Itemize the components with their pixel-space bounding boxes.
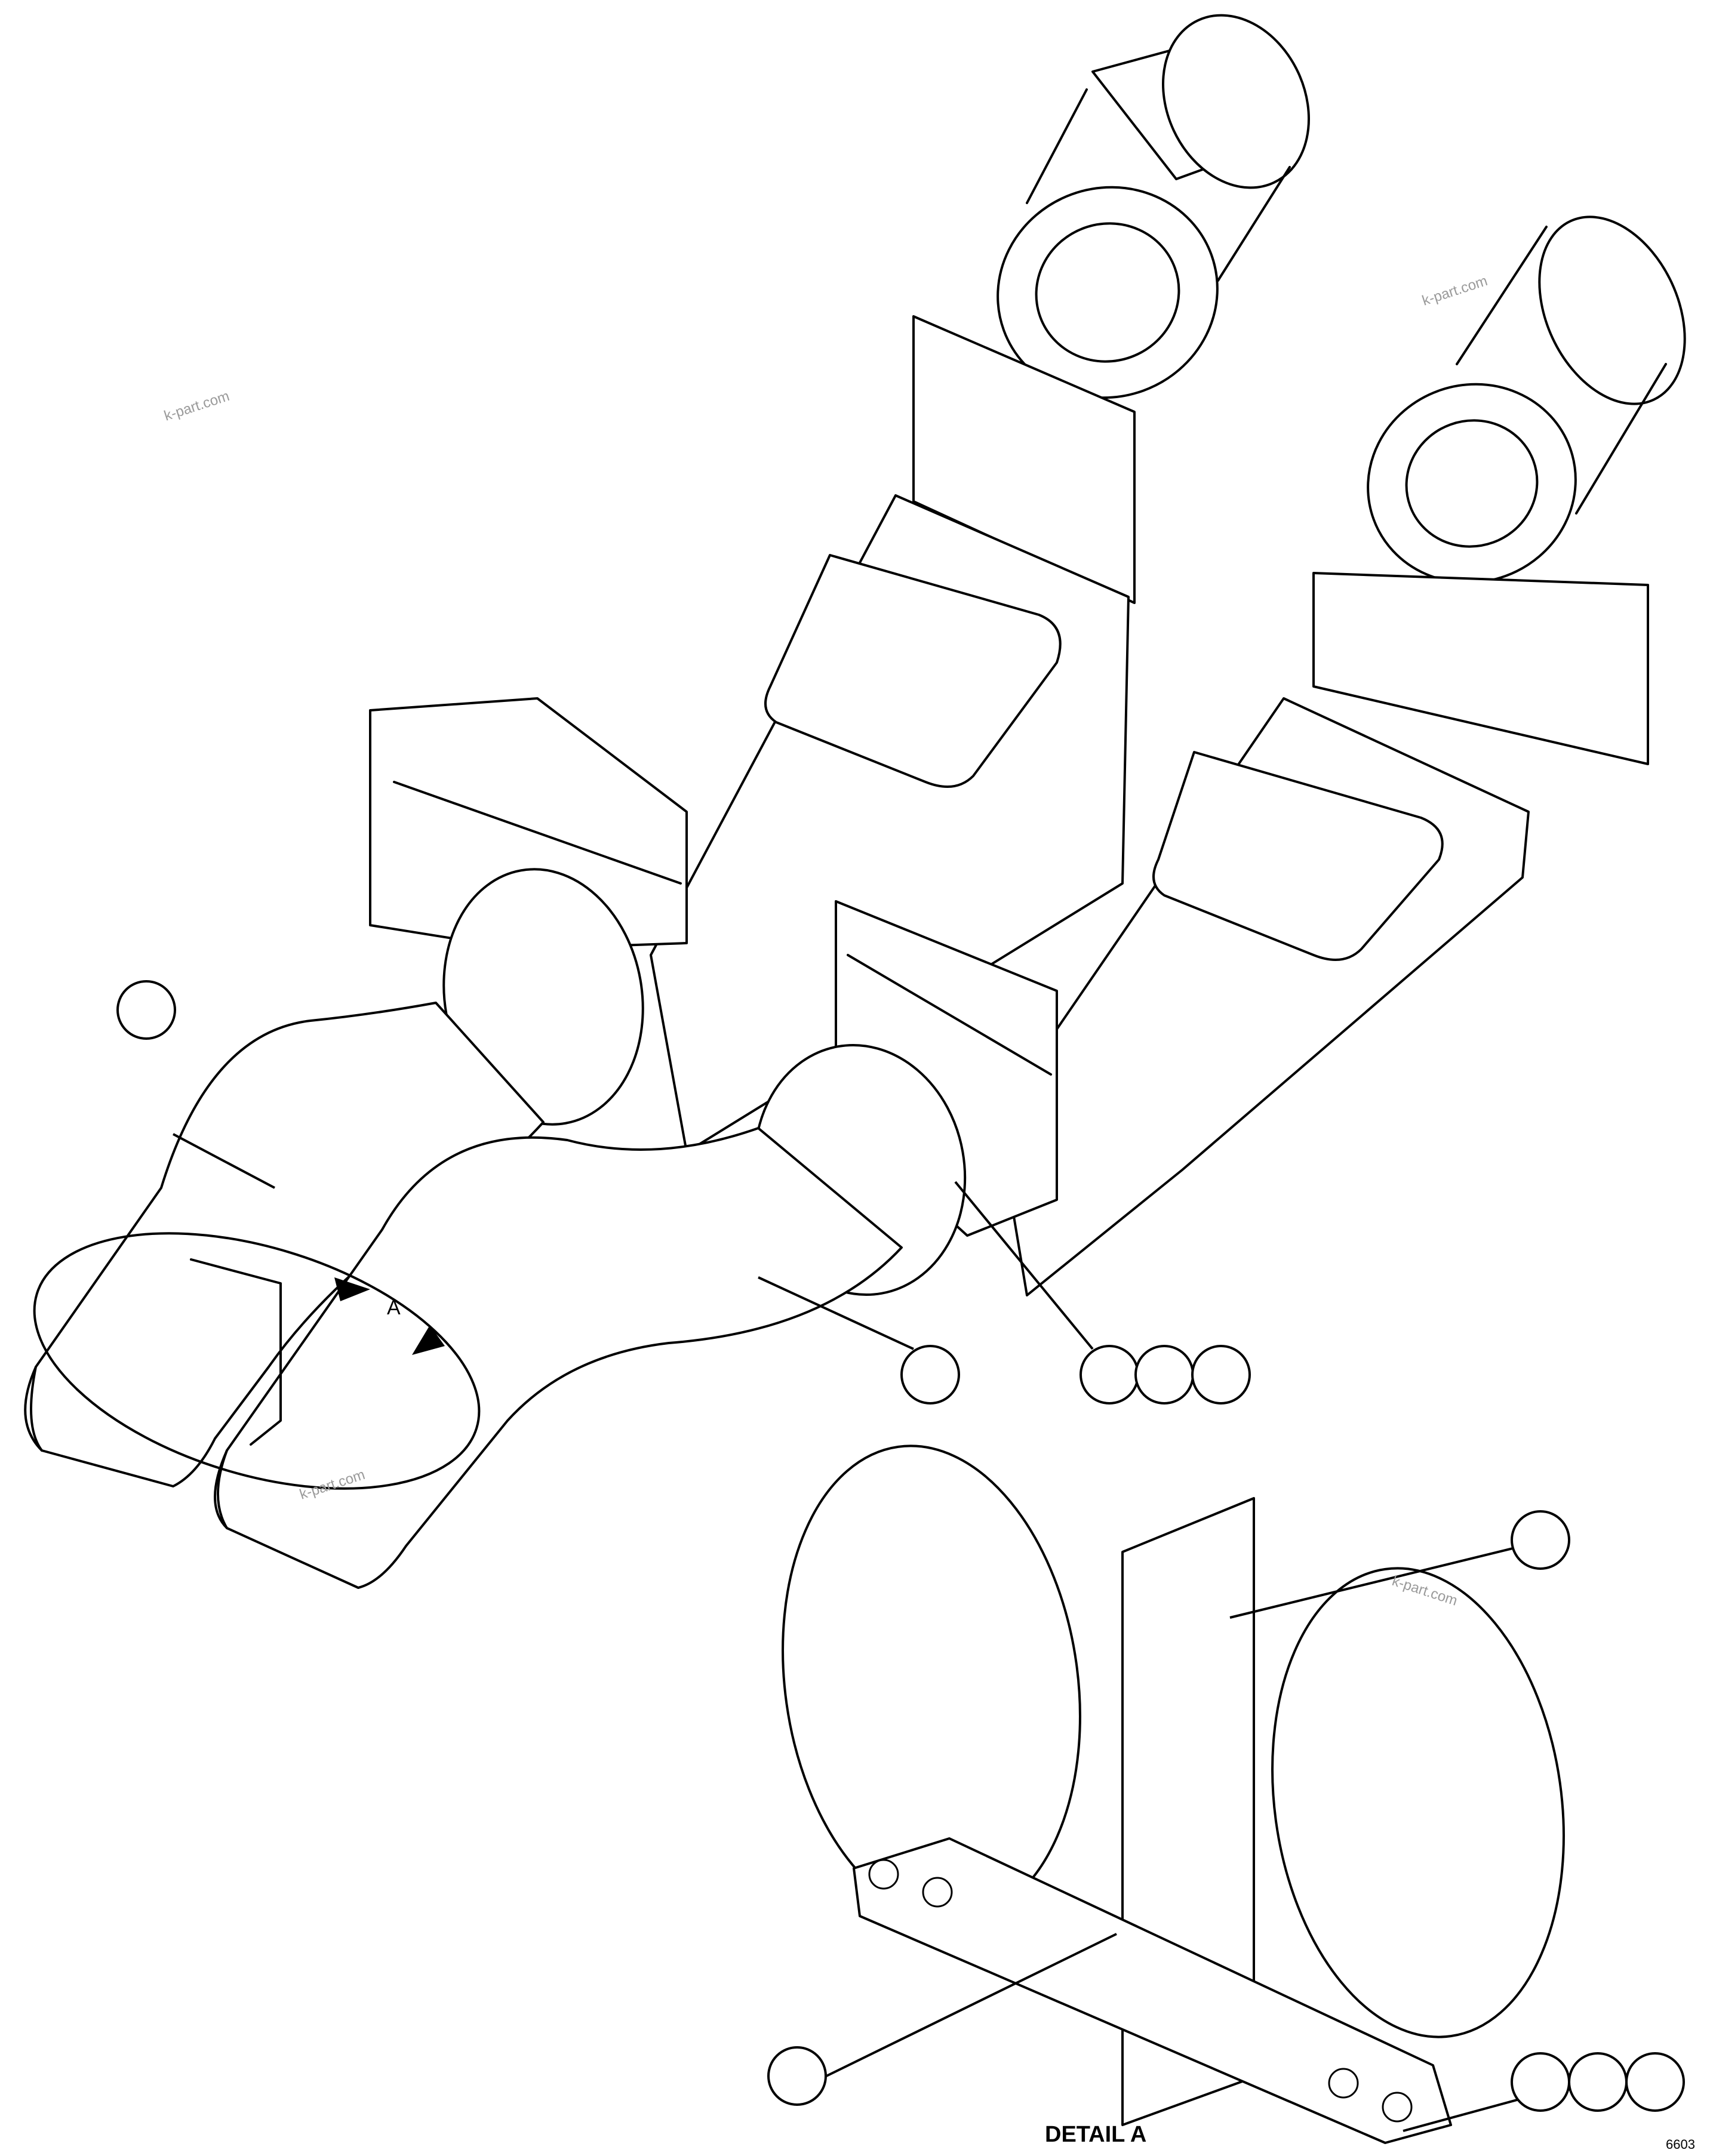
detail-a-indicator: A <box>33 1232 481 1490</box>
callout-1 <box>116 980 176 1040</box>
callout-4 <box>1134 1345 1194 1405</box>
right-frame-rail <box>835 572 1649 1296</box>
drawing-code: 6603 <box>1666 2137 1695 2152</box>
right-flanged-pipe <box>1367 215 1686 584</box>
detail-title: DETAIL A <box>1045 2122 1146 2147</box>
callout-6 <box>1511 1510 1570 1570</box>
detail-a-view <box>782 1444 1565 2144</box>
callout-10 <box>1625 2052 1685 2112</box>
callout-leaders <box>173 1133 1535 2132</box>
exhaust-pipes <box>24 1002 903 1589</box>
callout-7 <box>767 2046 827 2106</box>
callout-8 <box>1511 2052 1570 2112</box>
callout-circles <box>116 980 1685 2112</box>
callout-2 <box>900 1345 960 1405</box>
view-a-label: A <box>387 1296 401 1319</box>
watermark: k-part.com <box>162 388 232 424</box>
callout-9 <box>1568 2052 1628 2112</box>
left-frame-rail <box>369 315 1136 1153</box>
callout-3 <box>1080 1345 1139 1405</box>
upper-flanged-pipe <box>997 14 1310 399</box>
callout-5 <box>1191 1345 1251 1405</box>
watermark: k-part.com <box>1420 273 1490 309</box>
